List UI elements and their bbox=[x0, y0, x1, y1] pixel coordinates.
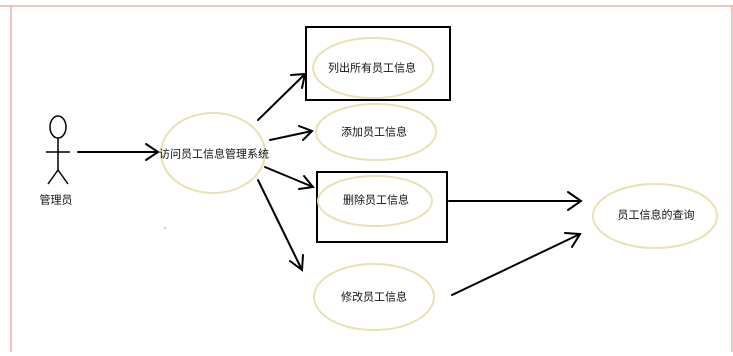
actor-figure bbox=[46, 115, 70, 185]
frame bbox=[0, 5, 733, 352]
arrowhead-system-list bbox=[290, 72, 307, 89]
actor-head bbox=[49, 115, 67, 139]
use-case-list-all: 列出所有员工信息 bbox=[328, 61, 416, 75]
use-case-modify: 修改员工信息 bbox=[341, 290, 407, 304]
arrowhead-system-add bbox=[298, 125, 314, 141]
edge-system-list bbox=[257, 73, 306, 121]
edge-modify-query bbox=[451, 233, 581, 296]
actor-label: 管理员 bbox=[39, 193, 73, 207]
speck bbox=[163, 226, 167, 230]
list-all-box bbox=[305, 26, 451, 101]
system-ellipse bbox=[160, 112, 266, 194]
list-all-ellipse bbox=[312, 37, 434, 99]
delete-box bbox=[316, 171, 448, 243]
arrowhead-system-delete bbox=[298, 175, 315, 190]
use-case-system: 访问员工信息管理系统 bbox=[159, 147, 269, 161]
arrowhead-modify-query bbox=[564, 232, 582, 248]
use-case-delete: 删除员工信息 bbox=[343, 193, 409, 207]
connectors bbox=[77, 72, 583, 296]
add-ellipse bbox=[315, 103, 437, 161]
actor-right-leg bbox=[57, 169, 69, 185]
query-ellipse bbox=[592, 183, 718, 249]
use-case-query: 员工信息的查询 bbox=[617, 208, 695, 222]
ellipses bbox=[160, 37, 718, 331]
modify-ellipse bbox=[313, 263, 435, 331]
edge-system-modify bbox=[257, 179, 303, 271]
actor-left-leg bbox=[47, 169, 59, 185]
arrowhead-system-modify bbox=[289, 254, 304, 272]
delete-ellipse bbox=[317, 175, 433, 227]
arrowhead-delete-query bbox=[567, 191, 583, 211]
use-case-add: 添加员工信息 bbox=[341, 125, 407, 139]
arrowhead-actor-system bbox=[145, 143, 160, 161]
edge-system-add bbox=[269, 130, 313, 141]
edge-system-delete bbox=[264, 166, 314, 188]
